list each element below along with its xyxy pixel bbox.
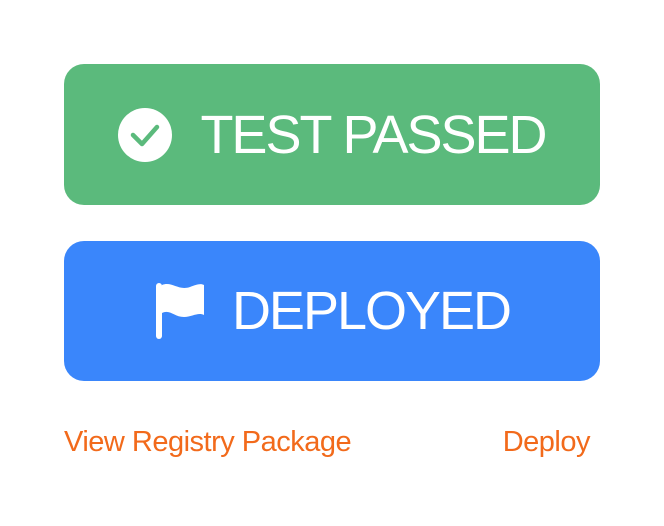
test-passed-label: TEST PASSED — [200, 104, 547, 165]
check-circle-icon — [118, 107, 173, 162]
deployed-label: DEPLOYED — [231, 281, 512, 341]
flag-icon — [154, 281, 206, 341]
action-links: View Registry Package Deploy — [64, 422, 591, 462]
deployed-status-card: DEPLOYED — [64, 241, 600, 381]
view-registry-package-link[interactable]: View Registry Package — [64, 426, 352, 458]
deploy-link[interactable]: Deploy — [502, 426, 591, 458]
test-passed-status-card: TEST PASSED — [64, 64, 600, 205]
